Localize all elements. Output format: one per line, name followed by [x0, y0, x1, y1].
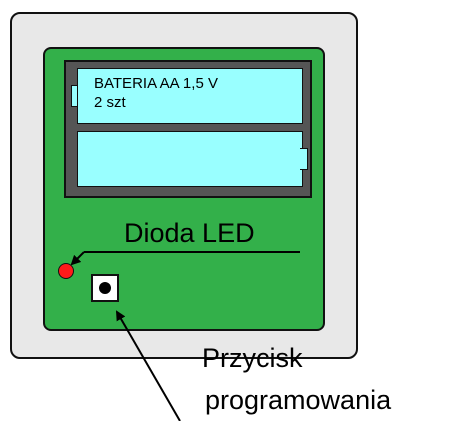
battery-terminal — [71, 85, 79, 107]
button-label-line1: Przycisk — [202, 343, 303, 373]
led-label: Dioda LED — [124, 218, 255, 248]
battery-bottom — [77, 131, 303, 187]
battery-terminal — [300, 148, 308, 170]
battery-label: BATERIA AA 1,5 V 2 szt — [94, 74, 218, 112]
program-button-dot — [99, 282, 111, 294]
battery-top — [77, 68, 303, 124]
program-button[interactable] — [91, 274, 119, 302]
battery-label-line1: BATERIA AA 1,5 V — [94, 75, 218, 92]
button-label-line2: programowania — [205, 385, 392, 415]
battery-label-line2: 2 szt — [94, 94, 126, 111]
led-indicator — [58, 263, 74, 279]
